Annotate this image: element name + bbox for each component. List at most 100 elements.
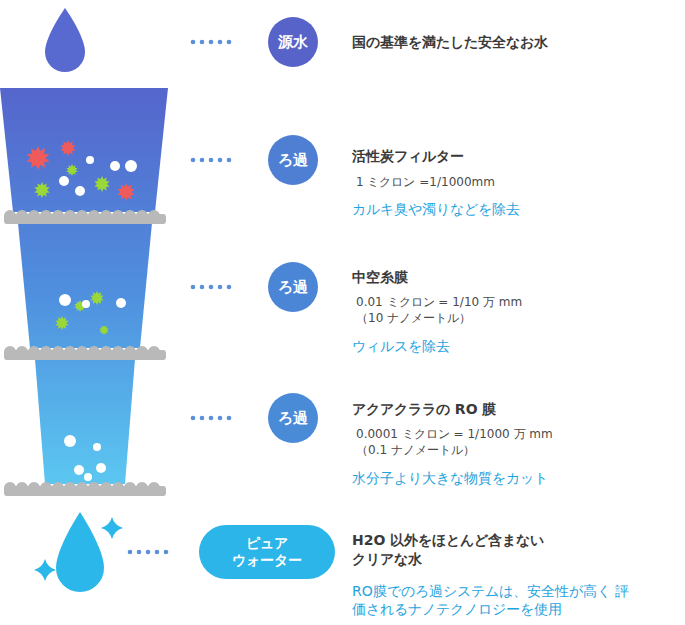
filter-bump: [40, 210, 52, 222]
badge-circle: [268, 262, 318, 312]
badge-circle: [268, 135, 318, 185]
filter-layer: [4, 210, 166, 224]
virus-particle: [99, 325, 109, 335]
filter-bump: [16, 482, 28, 494]
step-badge: ろ過: [268, 262, 318, 312]
filter-bump: [4, 482, 16, 494]
filter-bump: [136, 482, 148, 494]
leader-dot: [128, 550, 133, 555]
filter-bump: [124, 210, 136, 222]
result-note: RO膜でのろ過システムは、安全性が高く 評価されるナノテクノロジーを使用: [352, 583, 642, 618]
small-particle: [125, 160, 137, 172]
impurity-particle: [27, 146, 50, 170]
filter-effect: 水分子より大きな物質をカット: [352, 469, 672, 488]
leader-dot: [146, 550, 151, 555]
virus-particle: [34, 182, 49, 198]
badge-circle: [268, 17, 318, 67]
leader-dot: [218, 285, 223, 290]
badge-text: ろ過: [278, 278, 308, 297]
badge-text: ろ過: [278, 409, 308, 428]
small-particle: [86, 156, 94, 164]
leader-dot: [137, 550, 142, 555]
filter-bump: [88, 482, 100, 494]
filter-bump: [28, 210, 40, 222]
badge-text: ろ過: [278, 151, 308, 170]
filter-bump: [28, 346, 40, 358]
virus-particle: [55, 316, 68, 330]
filter-bump: [76, 482, 88, 494]
virus-particle: [90, 291, 103, 305]
leader-dot: [209, 158, 214, 163]
leader-dot: [200, 285, 205, 290]
small-particle: [74, 465, 84, 475]
virus-particle: [94, 176, 109, 192]
filter-bump: [148, 482, 160, 494]
filter-bump: [88, 210, 100, 222]
badge-text: ピュア ウォーター: [217, 535, 317, 570]
filter-bump: [64, 210, 76, 222]
filter-bump: [64, 346, 76, 358]
filter-bump: [64, 482, 76, 494]
filter-name: 活性炭フィルター: [352, 147, 652, 166]
leader-dot: [218, 416, 223, 421]
pure-water-drop: [56, 512, 104, 592]
filter-bump: [136, 346, 148, 358]
filter-bump: [52, 346, 64, 358]
filter-bump: [148, 346, 160, 358]
leader-dot: [218, 158, 223, 163]
leader-dot: [209, 40, 214, 45]
funnel-segment: [35, 359, 135, 484]
filter-effect: ウィルスを除去: [352, 337, 672, 356]
pore-size: 0.01 ミクロン = 1/10 万 mm（10 ナノメートル）: [356, 294, 546, 326]
impurity-particle: [60, 140, 75, 156]
sparkle: [101, 517, 123, 539]
leader-dot: [227, 285, 232, 290]
impurity-particle: [117, 183, 134, 201]
filter-bump: [4, 346, 16, 358]
filter-bump: [88, 346, 100, 358]
small-particle: [84, 473, 92, 481]
filter-bump: [136, 210, 148, 222]
pore-size: 1 ミクロン =1/1000mm: [356, 174, 656, 190]
leader-dot: [155, 550, 160, 555]
leader-dot: [200, 416, 205, 421]
leader-dot: [191, 285, 196, 290]
small-particle: [75, 186, 85, 196]
leader-dot: [164, 550, 169, 555]
small-particle: [93, 443, 101, 451]
leader-dot: [191, 158, 196, 163]
leader-dot: [191, 416, 196, 421]
small-particle: [96, 463, 106, 473]
filter-bump: [124, 482, 136, 494]
leader-dot: [227, 416, 232, 421]
small-particle: [82, 300, 90, 308]
filter-bump: [112, 482, 124, 494]
leader-dot: [209, 416, 214, 421]
filter-bump: [40, 346, 52, 358]
filter-bump: [100, 482, 112, 494]
leader-dot: [209, 285, 214, 290]
small-particle: [110, 161, 120, 171]
leader-dot: [200, 158, 205, 163]
small-particle: [116, 298, 126, 308]
filter-bump: [4, 210, 16, 222]
filter-bump: [52, 210, 64, 222]
filter-layer: [4, 482, 166, 496]
pore-size: 0.0001 ミクロン = 1/1000 万 mm（0.1 ナノメートル）: [356, 426, 566, 458]
filter-effect: カルキ臭や濁りなどを除去: [352, 200, 672, 219]
filter-bump: [76, 210, 88, 222]
funnel-segment: [0, 88, 168, 212]
step-badge: ろ過: [268, 393, 318, 443]
filter-bump: [112, 346, 124, 358]
leader-dot: [218, 40, 223, 45]
funnel-segment: [18, 223, 152, 348]
filter-bump: [124, 346, 136, 358]
badge-pill: [199, 525, 335, 579]
leader-dot: [191, 40, 196, 45]
result-badge: ピュア ウォーター: [199, 525, 335, 579]
badge-text: 源水: [278, 33, 308, 52]
filter-bump: [40, 482, 52, 494]
small-particle: [59, 294, 71, 306]
leader-dot: [227, 158, 232, 163]
